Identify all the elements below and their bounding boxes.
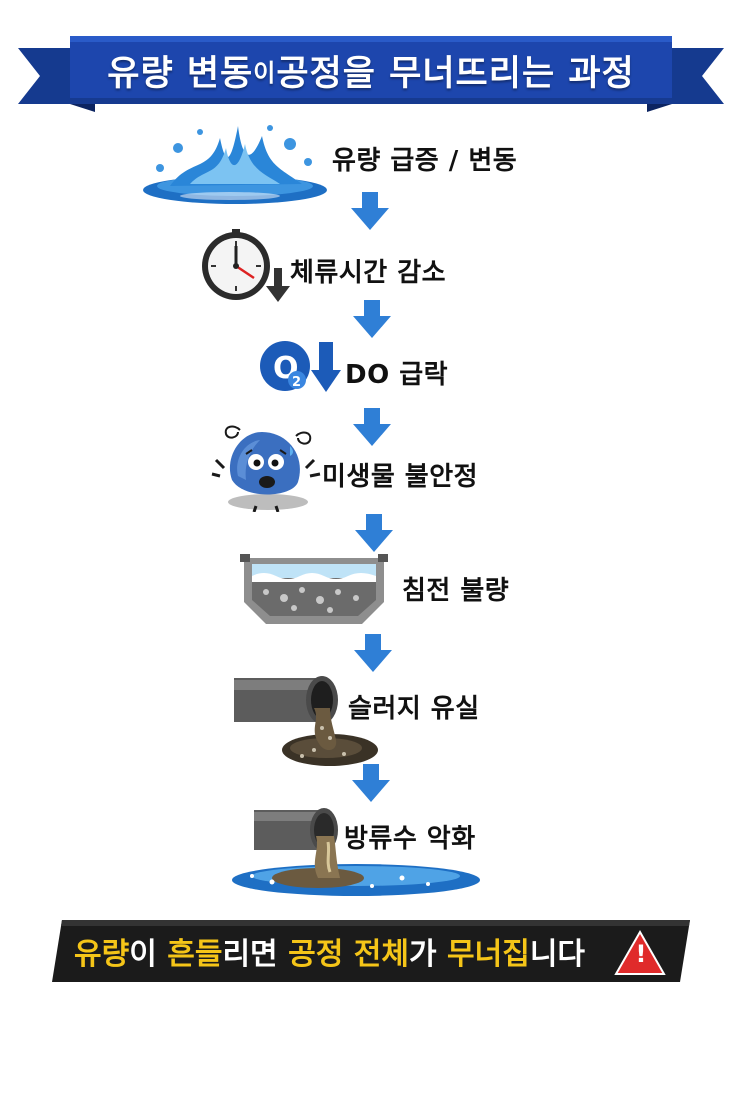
warning-mark: ! [635,940,647,968]
o2-subscript: 2 [292,375,301,390]
step-retention-decrease: 체류시간 감소 [196,228,496,308]
pipe-discharge-icon [232,808,480,896]
step-effluent-worsening: 방류수 악화 [232,798,532,900]
flow-arrow-2 [351,300,393,340]
flow-arrow-6 [350,764,392,804]
flow-arrow-5 [352,634,394,674]
step-sludge-loss: 슬러지 유실 [230,668,550,772]
title-part3: 공정을 무너뜨리는 과정 [276,53,635,94]
water-splash-icon [143,125,327,204]
step-microbe-unstable: 미생물 불안정 [210,420,510,512]
step-settling-failure: 침전 불량 [240,552,560,630]
flow-arrow-1 [349,192,391,232]
conclusion-banner-bg [52,920,690,982]
step-label-microbe: 미생물 불안정 [322,462,479,492]
step-label-settling: 침전 불량 [402,576,510,606]
pipe-sludge-icon [234,676,378,766]
title-part1: 유량 변동 [107,53,254,94]
sedimentation-tank-icon [240,554,388,624]
ribbon-shape [18,36,724,112]
step-label-effluent: 방류수 악화 [344,824,476,854]
flow-arrow-4 [353,514,395,554]
step-do-drop: O 2 DO 급락 [257,338,497,398]
o2-down-icon: O 2 [260,341,341,392]
clock-icon [202,229,290,302]
step-label-retention: 체류시간 감소 [290,258,447,288]
step-label-do: DO 급락 [345,360,449,390]
step-label-sludge: 슬러지 유실 [348,694,480,724]
stressed-microbe-icon [211,425,321,512]
step-flow-surge: 유량 급증 / 변동 [130,118,550,210]
flow-arrow-3 [351,408,393,448]
title-part2: 이 [253,58,277,87]
step-label-flow-surge: 유량 급증 / 변동 [332,146,518,176]
warning-icon [614,929,666,975]
